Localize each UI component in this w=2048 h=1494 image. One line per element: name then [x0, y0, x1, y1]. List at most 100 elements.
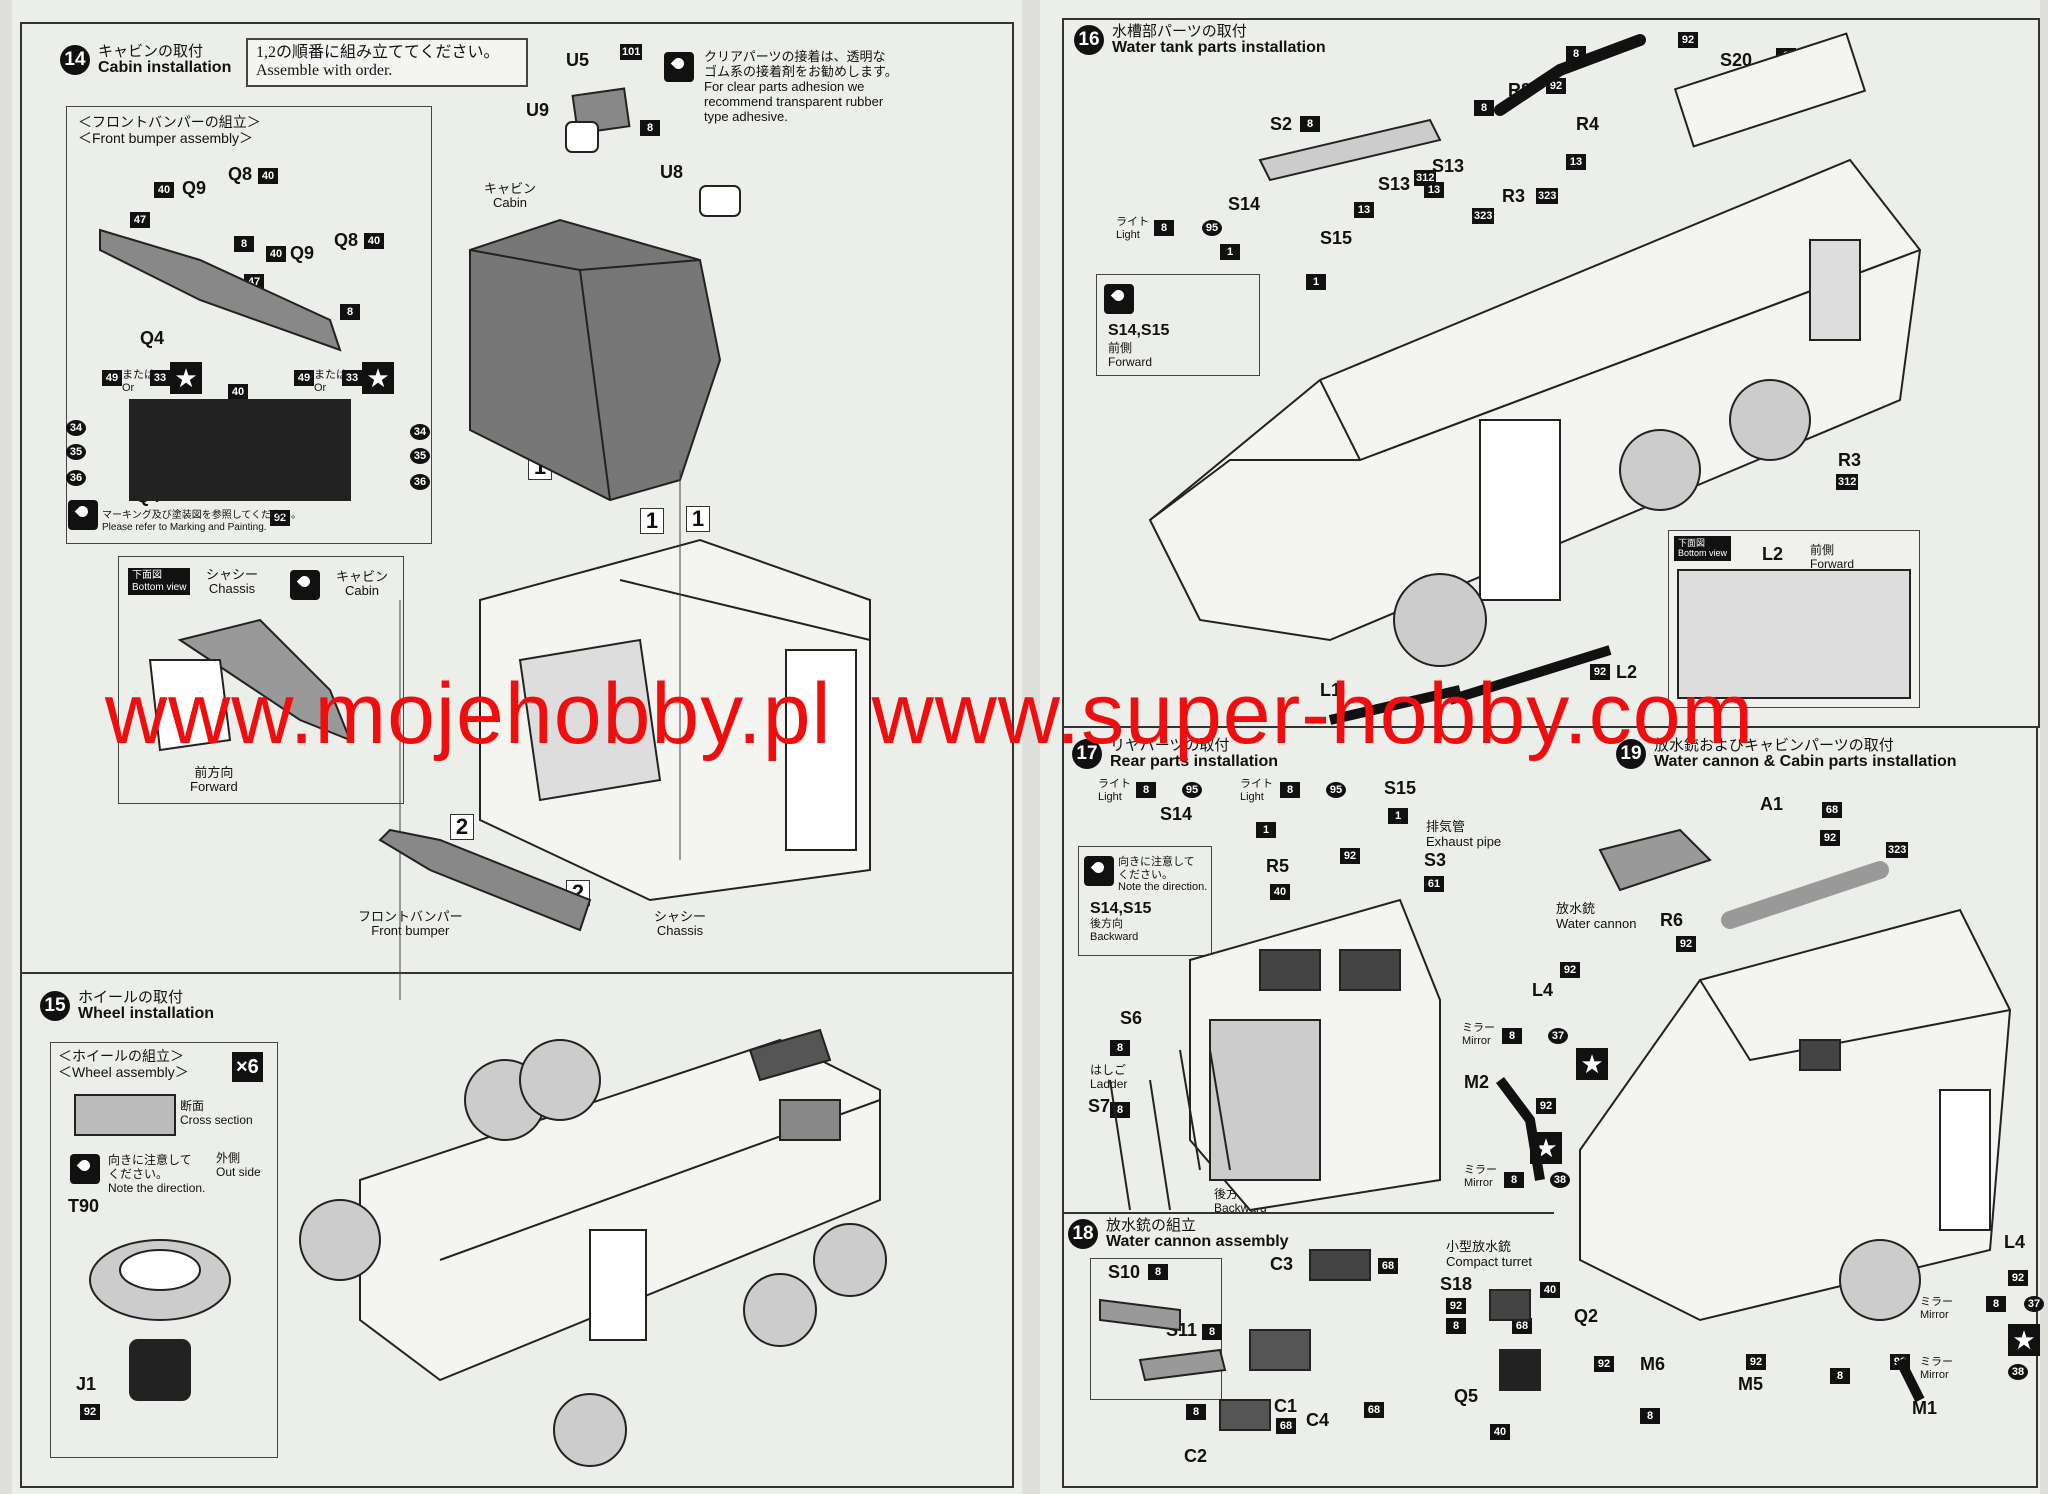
color-40-b: 40 [258, 168, 278, 184]
step17-panel [1062, 726, 1554, 1214]
color-40-a: 40 [154, 182, 174, 198]
color-1-c: 1 [1256, 822, 1276, 838]
color-8-m: 8 [1148, 1264, 1168, 1280]
step19-title: 19 放水銃およびキャビンパーツの取付 Water cannon & Cabin… [1616, 738, 1957, 771]
part-q8-b: Q8 [334, 230, 359, 250]
step17-number: 17 [1072, 739, 1102, 770]
step16-title-en: Water tank parts installation [1112, 38, 1326, 56]
part-s2: S2 [1270, 114, 1293, 134]
step14-title-en: Cabin installation [98, 58, 232, 76]
color-323-b: 323 [1536, 188, 1559, 204]
color-8-k: 8 [1110, 1040, 1130, 1056]
color-38-a: 38 [1550, 1172, 1570, 1188]
part-m1: M1 [1912, 1398, 1938, 1418]
star-marking-icon-e: ★ [2008, 1324, 2040, 1356]
step16-title: 16 水槽部パーツの取付 Water tank parts installati… [1074, 24, 1326, 57]
color-8-u: 8 [1986, 1296, 2006, 1312]
step14-title-jp: キャビンの取付 [98, 43, 204, 60]
watermark-mojehobby: www.mojehobby.pl [105, 666, 832, 762]
color-8-b: 8 [340, 304, 360, 320]
paint-brush-icon-b [290, 570, 320, 600]
part-s15-b: S15 [1384, 778, 1417, 798]
watermark-text: www.mojehobby.pl www.super-hobby.com [105, 665, 1995, 764]
part-m2: M2 [1464, 1072, 1490, 1092]
color-68-a: 68 [1378, 1258, 1398, 1274]
clear-jp2: ゴム系の接着剤をお勧めします。 [704, 63, 898, 79]
step17-title-en: Rear parts installation [1110, 752, 1279, 770]
step15-title-en: Wheel installation [78, 1004, 215, 1022]
color-40-h: 40 [1490, 1424, 1510, 1440]
clear-jp1: クリアパーツの接着は、透明な [704, 49, 886, 64]
color-323-a: 323 [1472, 208, 1495, 224]
step16-number: 16 [1074, 25, 1104, 56]
bumper-title: ＜フロントバンパーの組立＞ ＜Front bumper assembly＞ [78, 114, 261, 146]
color-49-a: 49 [102, 370, 122, 386]
color-95-a: 95 [1202, 220, 1222, 236]
step15-title: 15 ホイールの取付 Wheel installation [40, 990, 214, 1023]
color-37-b: 37 [2024, 1296, 2044, 1312]
color-92-h: 92 [1820, 830, 1840, 846]
color-36-a: 36 [66, 470, 86, 486]
part-a1: A1 [1760, 794, 1784, 814]
color-13-c: 13 [1354, 202, 1374, 218]
clear-en2: recommend transparent rubber [704, 93, 884, 109]
direction-note-box [1078, 846, 1212, 956]
part-s3: S3 [1424, 850, 1447, 870]
marking-note: マーキング及び塗装図を参照してください。 Please refer to Mar… [102, 510, 301, 533]
part-m6: M6 [1640, 1354, 1666, 1374]
step19-number: 19 [1616, 739, 1646, 770]
color-8-a: 8 [234, 236, 254, 252]
marking-jp: マーキング及び塗装図を参照してください。 [102, 510, 302, 521]
color-8-r: 8 [1504, 1172, 1524, 1188]
paint-brush-icon-a [68, 500, 98, 530]
order-jp: 1,2の順番に組み立ててください。 [256, 44, 500, 61]
direction-note-b: 向きに注意してください。Note the direction. [1118, 856, 1208, 894]
color-92-i: 92 [1676, 936, 1696, 952]
color-1-d: 1 [1388, 808, 1408, 824]
part-c2: C2 [1184, 1446, 1208, 1466]
step14-title: 14 キャビンの取付 Cabin installation [60, 44, 231, 77]
bumper-title-jp: ＜フロントバンパーの組立＞ [78, 114, 261, 130]
step18-title: 18 放水銃の組立 Water cannon assembly [1068, 1218, 1289, 1251]
star-marking-icon-c: ★ [1576, 1048, 1608, 1080]
color-8-j: 8 [1280, 782, 1300, 798]
color-40-e: 40 [228, 384, 248, 400]
color-92-g: 92 [1446, 1298, 1466, 1314]
part-l2-b: L2 [1616, 662, 1638, 682]
step18-number: 18 [1068, 1219, 1098, 1250]
color-8-s: 8 [1640, 1408, 1660, 1424]
star-marking-icon-a: ★ [170, 362, 202, 394]
color-92-k: 92 [1536, 1098, 1556, 1114]
part-s14-b: S14 [1160, 804, 1193, 824]
step15-panel [20, 972, 1014, 1488]
part-u8: U8 [660, 162, 684, 182]
step15-title-jp: ホイールの取付 [78, 989, 184, 1006]
color-92-j: 92 [1560, 962, 1580, 978]
part-q9-a: Q9 [182, 178, 207, 198]
color-49-b: 49 [294, 370, 314, 386]
part-u9: U9 [526, 100, 550, 120]
color-13-a: 13 [1566, 154, 1586, 170]
color-13-b: 13 [1424, 182, 1444, 198]
part-l2-a: L2 [1762, 544, 1784, 564]
color-8-h: 8 [1154, 220, 1174, 236]
color-37-a: 37 [1548, 1028, 1568, 1044]
s14-s15-label-b: S14,S15 [1090, 900, 1152, 917]
front-bumper-box [66, 106, 432, 544]
color-33-a: 33 [150, 370, 170, 386]
part-l1-b: L1 [1320, 680, 1342, 700]
color-40-f: 40 [1270, 884, 1290, 900]
marking-en: Please refer to Marking and Painting. [102, 521, 267, 533]
part-j1: J1 [76, 1374, 97, 1394]
part-c3: C3 [1270, 1254, 1294, 1274]
star-marking-icon-b: ★ [362, 362, 394, 394]
watermark-superhobby: www.super-hobby.com [871, 666, 1755, 762]
part-l4-a: L4 [1532, 980, 1554, 1000]
